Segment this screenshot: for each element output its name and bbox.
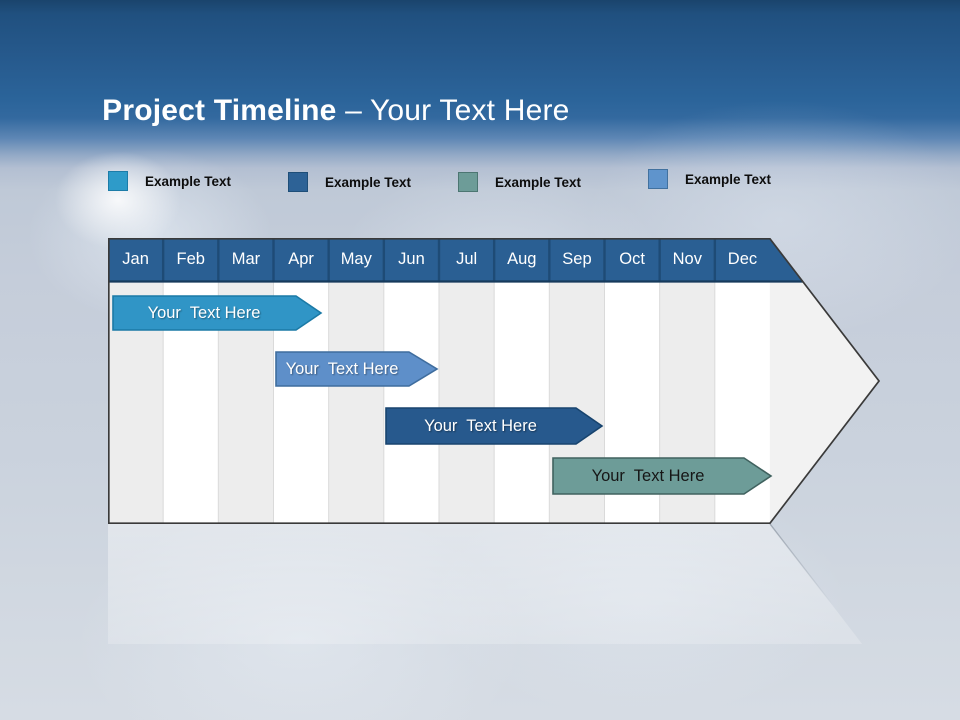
- bar-label: Your Text Here: [591, 466, 705, 485]
- gantt-bar-2: Your Text Here: [275, 351, 439, 387]
- legend-label: Example Text: [325, 174, 412, 190]
- month-cell-jan: Jan: [122, 250, 149, 268]
- month-cell-nov: Nov: [672, 250, 702, 268]
- month-header-row: Jan Feb Mar Apr May Jun Jul Aug Sep Oct …: [108, 238, 770, 281]
- legend-label: Example Text: [495, 174, 582, 190]
- month-cell-oct: Oct: [619, 250, 645, 268]
- legend-item: Example Text: [108, 170, 231, 192]
- arrow-bar-shape: [552, 457, 773, 495]
- arrow-bar-shape: [112, 295, 323, 331]
- timeline-arrow-graphic: [108, 238, 880, 524]
- legend-item: Example Text: [458, 171, 581, 193]
- bar-label: Your Text Here: [424, 416, 537, 435]
- legend-label: Example Text: [685, 171, 772, 187]
- legend-swatch-lightblue: [648, 169, 668, 189]
- arrow-bar-shape: [385, 407, 604, 445]
- table-reflection: [108, 524, 863, 644]
- legend-swatch-darkblue: [288, 172, 308, 192]
- gantt-bar-3: Your Text Here: [385, 407, 604, 445]
- legend-item: Example Text: [288, 171, 411, 193]
- page-title: Project Timeline – Your Text Here: [68, 60, 570, 162]
- title-bold: Project Timeline: [102, 94, 337, 127]
- gantt-bar-1: Your Text Here: [112, 295, 323, 331]
- timeline-table: Jan Feb Mar Apr May Jun Jul Aug Sep Oct …: [108, 238, 880, 524]
- month-cell-feb: Feb: [176, 250, 205, 268]
- arrow-bar-shape: [275, 351, 439, 387]
- month-cell-sep: Sep: [562, 250, 592, 268]
- bar-label: Your Text Here: [147, 303, 261, 322]
- month-cell-jul: Jul: [456, 250, 478, 268]
- month-cell-may: May: [340, 250, 372, 268]
- gantt-bar-4: Your Text Here: [552, 457, 773, 495]
- month-cell-mar: Mar: [231, 250, 261, 268]
- legend-swatch-teal: [458, 172, 478, 192]
- legend-label: Example Text: [145, 173, 232, 189]
- month-cell-dec: Dec: [727, 250, 758, 268]
- title-regular: – Your Text Here: [336, 94, 570, 127]
- month-cell-jun: Jun: [398, 250, 425, 268]
- legend-swatch-cyan: [108, 171, 128, 191]
- month-cell-apr: Apr: [288, 250, 314, 268]
- legend-item: Example Text: [648, 168, 771, 190]
- bar-label: Your Text Here: [285, 359, 399, 378]
- month-cell-aug: Aug: [507, 250, 537, 268]
